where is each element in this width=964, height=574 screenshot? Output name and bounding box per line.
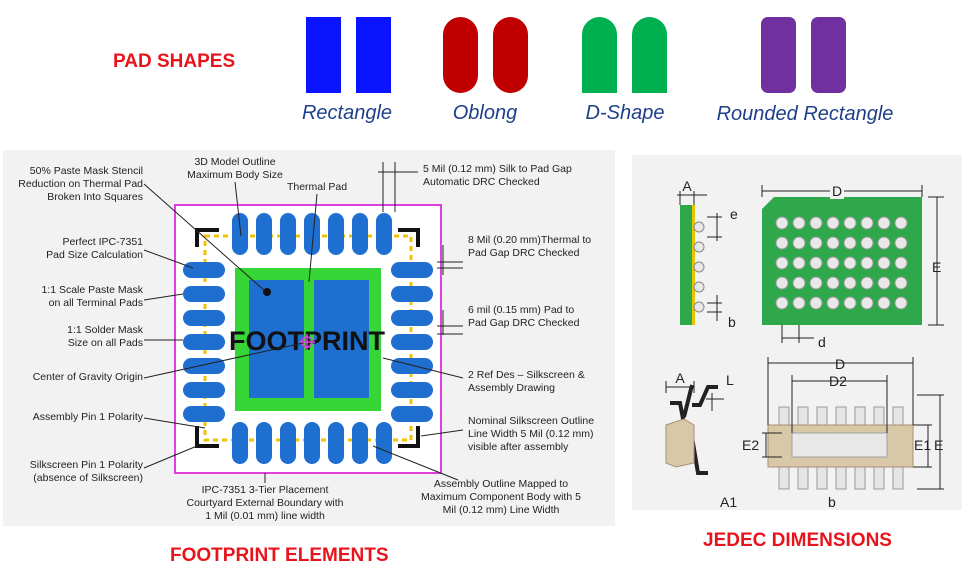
left-pads: [183, 262, 225, 422]
soic-label-e1: E1: [914, 437, 931, 453]
callout-text: 50% Paste Mask Stencil: [30, 165, 143, 177]
d-shape-pad-right: [632, 17, 667, 93]
soic-label-e2: E2: [742, 437, 759, 453]
d-shape-label: D-Shape: [585, 102, 665, 124]
callout-text: 5 Mil (0.12 mm) Silk to Pad Gap: [423, 163, 572, 175]
right-pads: [391, 262, 433, 422]
callout-text: IPC-7351 3-Tier Placement: [202, 484, 329, 496]
rounded-rect-pad-left: [761, 17, 796, 93]
callout-text: Assembly Pin 1 Polarity: [33, 411, 144, 423]
callout-text: visible after assembly: [468, 441, 569, 453]
callout-text: Line Width 5 Mil (0.12 mm): [468, 428, 593, 440]
callout-text: Pad Gap DRC Checked: [468, 317, 580, 329]
soic-label-a1: A1: [720, 494, 737, 510]
callout-text: Assembly Drawing: [468, 382, 555, 394]
rectangle-label: Rectangle: [301, 102, 393, 124]
oblong-label: Oblong: [452, 102, 518, 124]
soic-label-d2: D2: [829, 373, 847, 389]
bottom-pads: [232, 422, 392, 464]
bga-label-d-ball: d: [818, 334, 826, 350]
callout-text: 2 Ref Des – Silkscreen &: [468, 369, 585, 381]
callout-text: Perfect IPC-7351: [62, 236, 143, 248]
callout-text: 3D Model Outline: [194, 156, 275, 168]
callout-text: 1 Mil (0.01 mm) line width: [205, 510, 325, 522]
callout-text: (absence of Silkscreen): [33, 472, 143, 484]
callout-text: Size on all Pads: [68, 337, 143, 349]
jedec-panel: A e b D E d A L A1: [632, 155, 962, 510]
callout-text: Pad Gap DRC Checked: [468, 247, 580, 259]
soic-label-e: E: [934, 437, 943, 453]
oblong-pad-right: [493, 17, 528, 93]
soic-leads: [778, 406, 904, 490]
soic-label-a: A: [675, 370, 685, 386]
jedec-diagram: A e b D E d A L A1: [665, 178, 944, 510]
callout-text: Pad Size Calculation: [46, 249, 143, 261]
callout-text: 1:1 Scale Paste Mask: [41, 284, 143, 296]
bga-balls: [775, 216, 908, 310]
callout-text: Silkscreen Pin 1 Polarity: [30, 459, 144, 471]
soic-label-l: L: [726, 372, 734, 388]
bga-label-d-width: D: [832, 183, 842, 199]
oblong-pad-left: [443, 17, 478, 93]
rectangle-pad-left: [306, 17, 341, 93]
callout-text: Thermal Pad: [287, 181, 347, 193]
soic-label-d: D: [835, 356, 845, 372]
rectangle-pad-right: [356, 17, 391, 93]
callout-text: Automatic DRC Checked: [423, 176, 540, 188]
callout-text: Courtyard External Boundary with: [187, 497, 344, 509]
soic-label-b: b: [828, 494, 836, 510]
pad-shapes-title: PAD SHAPES: [113, 51, 236, 72]
callout-text: on all Terminal Pads: [49, 297, 143, 309]
callout-text: 6 mil (0.15 mm) Pad to: [468, 304, 574, 316]
callout-text: Center of Gravity Origin: [33, 371, 143, 383]
bga-label-e-pitch: e: [730, 206, 738, 222]
callout-text: 8 Mil (0.20 mm)Thermal to: [468, 234, 591, 246]
footprint-diagram: FOOTPRINT 50% Paste Mask Stencil Reducti…: [18, 156, 594, 522]
callout-text: 1:1 Solder Mask: [67, 324, 144, 336]
callout-text: Maximum Body Size: [187, 169, 283, 181]
bga-label-a: A: [682, 178, 692, 194]
top-pads: [232, 213, 392, 255]
bga-label-e-height: E: [932, 259, 941, 275]
rounded-rectangle-label: Rounded Rectangle: [716, 103, 894, 125]
rounded-rect-pad-right: [811, 17, 846, 93]
callout-text: Nominal Silkscreen Outline: [468, 415, 594, 427]
callout-text: Maximum Component Body with 5: [421, 491, 581, 503]
callout-text: Mil (0.12 mm) Line Width: [443, 504, 560, 516]
callout-text: Assembly Outline Mapped to: [434, 478, 568, 490]
bga-label-b: b: [728, 314, 736, 330]
callout-text: Reduction on Thermal Pad: [18, 178, 143, 190]
footprint-elements-title: FOOTPRINT ELEMENTS: [170, 545, 389, 566]
footprint-panel: FOOTPRINT 50% Paste Mask Stencil Reducti…: [3, 150, 615, 526]
callout-text: Broken Into Squares: [47, 191, 143, 203]
d-shape-pad-left: [582, 17, 617, 93]
jedec-dimensions-title: JEDEC DIMENSIONS: [703, 530, 892, 551]
